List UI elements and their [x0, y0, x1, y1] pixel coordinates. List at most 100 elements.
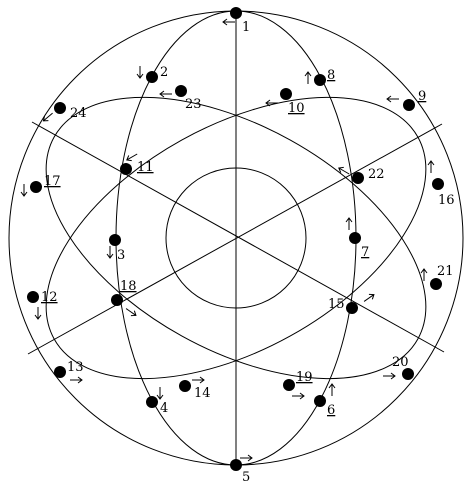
node-21: 21	[430, 264, 454, 290]
direction-arrow	[126, 153, 138, 162]
node-10: 10	[280, 88, 305, 116]
node-11: 11	[120, 160, 154, 175]
node-19: 19	[283, 370, 313, 391]
node-dot	[432, 178, 444, 190]
node-22: 22	[352, 167, 385, 184]
node-15: 15	[328, 297, 358, 314]
node-dot	[314, 395, 326, 407]
node-dot	[283, 379, 295, 391]
meridian-ellipse-a	[45, 96, 427, 380]
diagonal-axis-b	[27, 123, 443, 355]
node-13: 13	[54, 360, 84, 378]
node-label: 15	[328, 297, 345, 312]
node-label: 19	[296, 370, 313, 385]
direction-arrow	[363, 293, 375, 302]
node-dot	[430, 278, 442, 290]
node-label: 24	[70, 106, 87, 121]
node-1: 1	[230, 7, 250, 35]
arrow-path	[338, 166, 350, 175]
node-label: 8	[327, 68, 335, 83]
node-3: 3	[109, 234, 125, 263]
direction-arrow	[159, 90, 172, 98]
node-6: 6	[314, 395, 335, 418]
node-label: 22	[368, 167, 385, 182]
node-2: 2	[146, 65, 168, 83]
direction-arrow	[328, 383, 336, 396]
node-dot	[230, 459, 242, 471]
arrow-path	[156, 387, 164, 400]
node-label: 21	[437, 264, 454, 279]
direction-arrow	[265, 99, 278, 107]
node-label: 12	[41, 290, 58, 305]
node-label: 20	[392, 355, 409, 370]
arrow-path	[126, 153, 138, 162]
node-label: 4	[160, 401, 168, 416]
arrow-path	[304, 71, 312, 84]
sphere-structure	[8, 10, 464, 466]
arrow-path	[192, 376, 205, 384]
node-dot	[346, 302, 358, 314]
direction-arrow	[292, 392, 305, 400]
direction-arrow	[192, 376, 205, 384]
direction-arrow	[420, 268, 428, 281]
node-label: 10	[288, 101, 305, 116]
arrow-path	[106, 246, 114, 259]
node-17: 17	[30, 174, 61, 193]
node-label: 11	[137, 160, 154, 175]
node-dot	[146, 396, 158, 408]
arrow-path	[265, 99, 278, 107]
direction-arrow	[222, 18, 235, 26]
node-label: 9	[418, 89, 426, 104]
node-18: 18	[111, 279, 137, 306]
node-12: 12	[27, 290, 58, 305]
node-dot	[352, 172, 364, 184]
direction-arrow	[383, 372, 396, 380]
node-5: 5	[230, 459, 250, 482]
node-label: 6	[327, 403, 335, 418]
arrow-path	[20, 184, 28, 197]
node-dot	[230, 7, 242, 19]
direction-arrow	[106, 246, 114, 259]
direction-arrow	[304, 71, 312, 84]
arrow-path	[363, 293, 375, 302]
node-label: 2	[160, 65, 168, 80]
direction-arrow	[136, 66, 144, 79]
direction-arrow	[70, 376, 83, 384]
node-dot	[403, 99, 415, 111]
node-14: 14	[179, 380, 211, 401]
node-label: 13	[67, 360, 84, 375]
direction-arrow	[386, 95, 399, 103]
direction-arrow	[20, 184, 28, 197]
node-16: 16	[432, 178, 455, 208]
direction-arrow	[125, 308, 137, 317]
direction-arrow	[240, 454, 253, 462]
arrow-path	[34, 307, 42, 320]
node-dot	[111, 294, 123, 306]
direction-arrow	[156, 387, 164, 400]
node-dot	[27, 291, 39, 303]
node-dot	[146, 71, 158, 83]
node-label: 23	[185, 97, 202, 112]
node-dot	[54, 366, 66, 378]
node-label: 3	[117, 248, 125, 263]
arrow-path	[345, 217, 353, 230]
node-label: 18	[120, 279, 137, 294]
node-9: 9	[403, 89, 426, 111]
arrow-path	[125, 308, 137, 317]
node-label: 17	[44, 174, 61, 189]
node-dot	[314, 74, 326, 86]
direction-arrow	[34, 307, 42, 320]
node-dot	[175, 85, 187, 97]
arrow-path	[328, 383, 336, 396]
direction-arrow	[338, 166, 350, 175]
direction-arrow	[345, 217, 353, 230]
node-4: 4	[146, 396, 168, 416]
arrow-path	[222, 18, 235, 26]
node-label: 16	[438, 193, 455, 208]
node-dot	[179, 380, 191, 392]
node-dot	[30, 181, 42, 193]
arrow-path	[42, 112, 53, 122]
